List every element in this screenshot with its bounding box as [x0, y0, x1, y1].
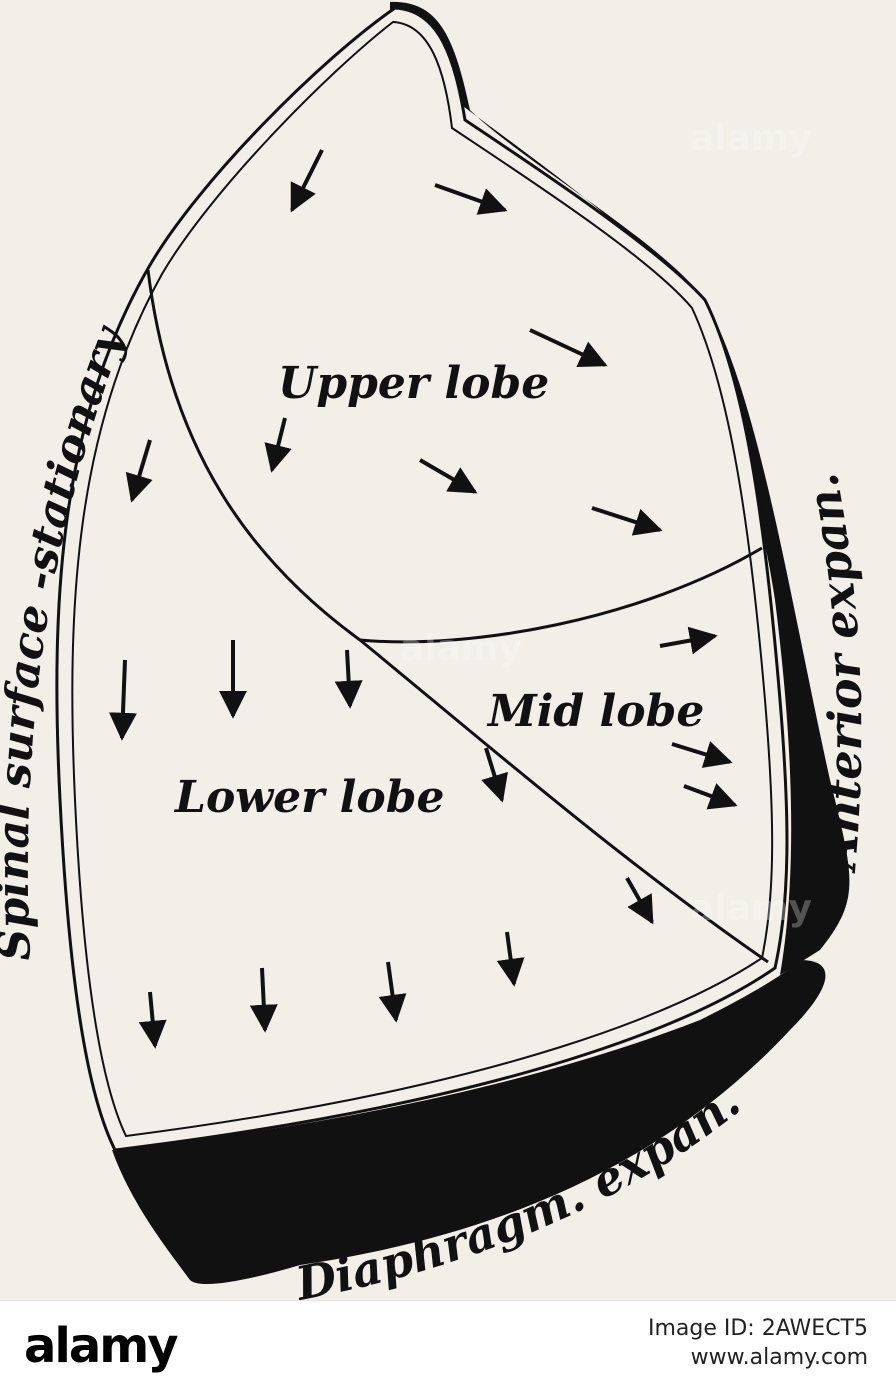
upper-lobe-label: Upper lobe: [278, 358, 549, 409]
alamy-logo: alamy: [24, 1311, 179, 1381]
svg-text:alamy: alamy: [690, 118, 812, 159]
stock-footer: alamy Image ID: 2AWECT5 www.alamy.com: [0, 1300, 896, 1391]
diaphragm-expansion-band: [112, 960, 826, 1285]
mid-lobe-label: Mid lobe: [486, 686, 704, 737]
svg-text:alamy: alamy: [400, 628, 522, 669]
horizontal-fissure: [359, 546, 763, 644]
image-meta: Image ID: 2AWECT5 www.alamy.com: [468, 1315, 868, 1373]
image-id: Image ID: 2AWECT5: [647, 1316, 868, 1341]
brand-text: alamy: [24, 1318, 179, 1374]
svg-text:alamy: alamy: [690, 888, 812, 929]
lower-lobe-label: Lower lobe: [173, 772, 444, 823]
lung-outline-outer: [55, 6, 789, 1152]
expansion-arrows: [108, 149, 738, 1049]
watermark: alamy alamy alamy: [400, 118, 812, 929]
site-url: www.alamy.com: [690, 1345, 868, 1370]
lung-outline-inner: [71, 20, 774, 1138]
lung-diagram: Upper lobe Mid lobe Lower lobe Spinal su…: [0, 0, 896, 1300]
